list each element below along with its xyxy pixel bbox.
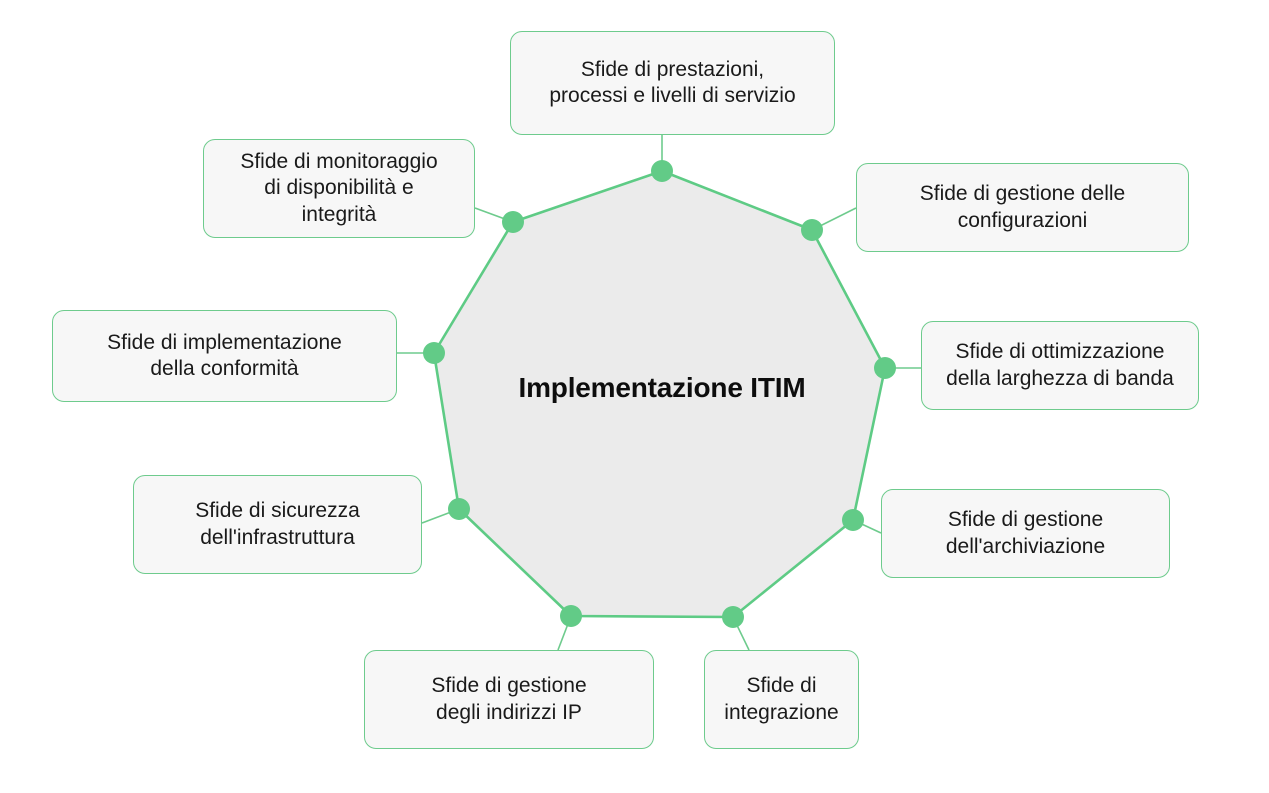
- vertex-node-v9[interactable]: [502, 211, 524, 233]
- label-box-infrastructure-security-challenges[interactable]: Sfide di sicurezza dell'infrastruttura: [133, 475, 422, 574]
- hub-polygon: [432, 169, 887, 619]
- label-text-compliance-implementation-challenges: Sfide di implementazione della conformit…: [107, 330, 342, 380]
- vertex-node-v7[interactable]: [448, 498, 470, 520]
- label-box-performance-challenges[interactable]: Sfide di prestazioni, processi e livelli…: [510, 31, 835, 135]
- label-box-ip-address-management-challenges[interactable]: Sfide di gestione degli indirizzi IP: [364, 650, 654, 749]
- vertex-node-v2[interactable]: [801, 219, 823, 241]
- label-box-bandwidth-optimization-challenges[interactable]: Sfide di ottimizzazione della larghezza …: [921, 321, 1199, 410]
- label-box-compliance-implementation-challenges[interactable]: Sfide di implementazione della conformit…: [52, 310, 397, 402]
- vertex-node-v8[interactable]: [423, 342, 445, 364]
- label-text-infrastructure-security-challenges: Sfide di sicurezza dell'infrastruttura: [195, 499, 360, 549]
- label-text-performance-challenges: Sfide di prestazioni, processi e livelli…: [549, 57, 796, 107]
- vertex-node-v5[interactable]: [722, 606, 744, 628]
- label-text-storage-management-challenges: Sfide di gestione dell'archiviazione: [945, 508, 1106, 558]
- label-box-storage-management-challenges[interactable]: Sfide di gestione dell'archiviazione: [881, 489, 1170, 578]
- label-text-configuration-management-challenges: Sfide di gestione delle configurazioni: [919, 182, 1126, 232]
- vertex-node-v6[interactable]: [560, 605, 582, 627]
- center-title: Implementazione ITIM: [518, 372, 806, 403]
- label-text-bandwidth-optimization-challenges: Sfide di ottimizzazione della larghezza …: [946, 340, 1174, 390]
- label-box-integration-challenges[interactable]: Sfide di integrazione: [704, 650, 859, 749]
- label-box-configuration-management-challenges[interactable]: Sfide di gestione delle configurazioni: [856, 163, 1189, 252]
- label-text-ip-address-management-challenges: Sfide di gestione degli indirizzi IP: [431, 674, 587, 724]
- label-text-availability-monitoring-challenges: Sfide di monitoraggio di disponibilità e…: [240, 150, 438, 226]
- vertex-node-v3[interactable]: [874, 357, 896, 379]
- vertex-node-v4[interactable]: [842, 509, 864, 531]
- vertex-node-v1[interactable]: [651, 160, 673, 182]
- label-text-integration-challenges: Sfide di integrazione: [724, 674, 839, 724]
- label-box-availability-monitoring-challenges[interactable]: Sfide di monitoraggio di disponibilità e…: [203, 139, 475, 238]
- vertex-nodes: [423, 160, 896, 628]
